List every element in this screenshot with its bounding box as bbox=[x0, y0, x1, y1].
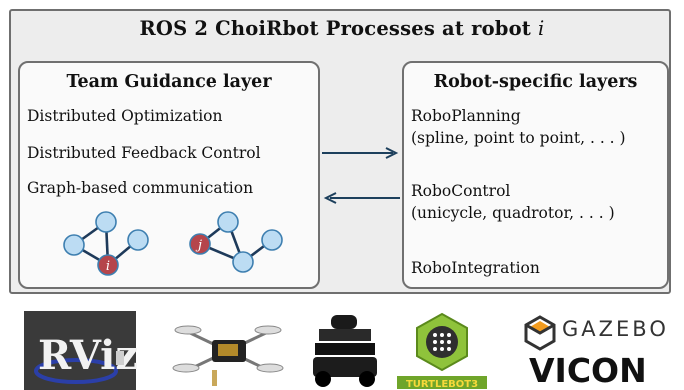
robocontrol-name: RoboControl bbox=[411, 182, 511, 200]
turtlebot3-logo: TURTLEBOT3 bbox=[395, 312, 489, 390]
robot-layers-title: Robot-specific layers bbox=[433, 72, 638, 92]
graph-node bbox=[63, 234, 85, 256]
graph-node bbox=[261, 229, 283, 251]
team-guidance-title: Team Guidance layer bbox=[66, 72, 272, 92]
graph-node-i bbox=[97, 254, 119, 276]
rviz-logo: RViz bbox=[24, 311, 138, 390]
robot-layers-panel: Robot-specific layers bbox=[402, 61, 669, 289]
graph-node bbox=[127, 229, 149, 251]
turtlebot-robot-image bbox=[313, 315, 377, 387]
svg-text:TURTLEBOT3: TURTLEBOT3 bbox=[406, 379, 478, 390]
main-title: ROS 2 ChoiRbot Processes at robot i bbox=[139, 17, 545, 40]
robointegration-name: RoboIntegration bbox=[411, 259, 540, 277]
graph-node-j-label: j bbox=[195, 238, 202, 253]
vicon-logo: VICON bbox=[529, 351, 647, 390]
item-distributed-feedback-control: Distributed Feedback Control bbox=[27, 144, 261, 162]
graph-node bbox=[217, 211, 239, 233]
graph-node-i-label: i bbox=[106, 259, 110, 274]
item-graph-communication: Graph-based communication bbox=[27, 179, 254, 197]
item-distributed-optimization: Distributed Optimization bbox=[27, 107, 223, 125]
graph-node bbox=[232, 251, 254, 273]
gazebo-logo-text: GAZEBO bbox=[562, 317, 669, 341]
quadrotor-drone-image bbox=[172, 325, 284, 386]
roboplanning-name: RoboPlanning bbox=[411, 107, 521, 125]
team-guidance-panel: Team Guidance layer bbox=[18, 61, 320, 289]
gazebo-logo-icon bbox=[524, 315, 556, 351]
graph-nodes bbox=[63, 211, 283, 273]
roboplanning-detail: (spline, point to point, . . . ) bbox=[411, 129, 626, 147]
robocontrol-detail: (unicycle, quadrotor, . . . ) bbox=[411, 204, 615, 222]
graph-node bbox=[95, 211, 117, 233]
graph-node-j bbox=[189, 233, 211, 255]
